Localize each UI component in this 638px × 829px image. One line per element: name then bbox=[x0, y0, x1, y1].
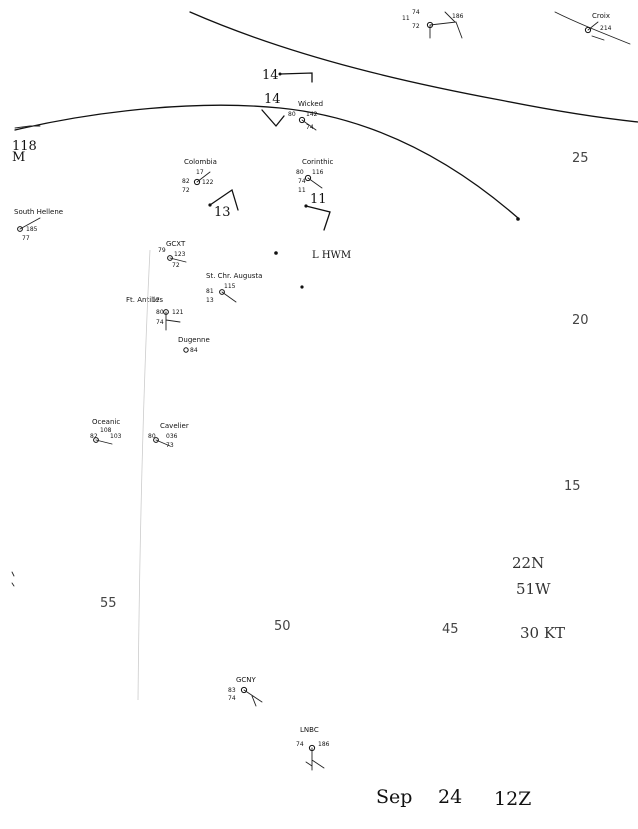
station-top-center: 74 11 72 186 bbox=[402, 9, 464, 39]
svg-text:74: 74 bbox=[412, 9, 420, 16]
station-cavelier: Cavelier 036 80 73 bbox=[148, 422, 189, 449]
svg-text:Dugenne: Dugenne bbox=[178, 336, 210, 344]
station-m: 118 M bbox=[12, 125, 41, 165]
low-label: L HWM bbox=[312, 250, 351, 261]
svg-text:79: 79 bbox=[158, 247, 166, 254]
lon-label-45: 45 bbox=[442, 622, 459, 637]
station-dugenne: Dugenne 84 bbox=[178, 336, 210, 354]
svg-text:186: 186 bbox=[318, 741, 330, 748]
svg-text:13: 13 bbox=[206, 297, 214, 304]
station-corinthic: Corinthic 116 80 74 11 bbox=[296, 158, 334, 194]
lat-label-20: 20 bbox=[572, 313, 589, 328]
station-oceanic: Oceanic 108 103 82 bbox=[90, 418, 122, 445]
svg-text:74: 74 bbox=[306, 124, 314, 131]
svg-text:116: 116 bbox=[312, 169, 324, 176]
left-trough-barb bbox=[208, 188, 239, 211]
svg-text:72: 72 bbox=[172, 262, 180, 269]
lat-label-25: 25 bbox=[572, 151, 589, 166]
svg-text:Oceanic: Oceanic bbox=[92, 418, 120, 426]
svg-text:M: M bbox=[12, 150, 25, 165]
svg-text:St. Chr. Augusta: St. Chr. Augusta bbox=[206, 272, 262, 280]
svg-text:214: 214 bbox=[600, 25, 612, 32]
svg-text:83: 83 bbox=[228, 687, 236, 694]
margin-mark bbox=[11, 571, 15, 587]
isobar-end-dot bbox=[516, 217, 520, 221]
date-day: 24 bbox=[438, 786, 462, 808]
svg-text:Cavelier: Cavelier bbox=[160, 422, 189, 430]
storm-lat: 22N bbox=[512, 554, 544, 572]
lat-label-15: 15 bbox=[564, 479, 581, 494]
upper-isobar-line bbox=[189, 11, 638, 123]
lower-wind-barb bbox=[261, 109, 285, 127]
svg-text:82: 82 bbox=[182, 178, 190, 185]
faint-track bbox=[137, 249, 151, 701]
svg-text:Croix: Croix bbox=[592, 12, 610, 20]
upper-wind-barb bbox=[278, 72, 313, 83]
svg-text:121: 121 bbox=[172, 309, 184, 316]
svg-text:80: 80 bbox=[156, 309, 164, 316]
station-south-hellene: South Hellene 185 77 bbox=[14, 208, 63, 242]
svg-text:Wicked: Wicked bbox=[298, 100, 323, 108]
svg-text:122: 122 bbox=[202, 179, 214, 186]
svg-text:115: 115 bbox=[224, 283, 236, 290]
isobar-label-right-trough: 11 bbox=[310, 192, 327, 207]
station-lnbc: LNBC 186 74 bbox=[296, 726, 330, 771]
svg-text:73: 73 bbox=[166, 442, 174, 449]
svg-text:80: 80 bbox=[288, 111, 296, 118]
svg-text:South Hellene: South Hellene bbox=[14, 208, 63, 216]
svg-text:GCNY: GCNY bbox=[236, 676, 257, 684]
svg-text:11: 11 bbox=[402, 15, 410, 22]
storm-lon: 51W bbox=[516, 580, 551, 598]
svg-text:74: 74 bbox=[296, 741, 304, 748]
svg-text:Ft. Antilles: Ft. Antilles bbox=[126, 296, 163, 304]
svg-text:036: 036 bbox=[166, 433, 178, 440]
svg-text:11: 11 bbox=[298, 187, 306, 194]
svg-text:118: 118 bbox=[12, 139, 37, 154]
svg-text:123: 123 bbox=[174, 251, 186, 258]
svg-text:142: 142 bbox=[306, 111, 318, 118]
svg-text:77: 77 bbox=[22, 235, 30, 242]
date-month: Sep bbox=[376, 786, 412, 808]
svg-text:80: 80 bbox=[296, 169, 304, 176]
svg-text:74: 74 bbox=[156, 319, 164, 326]
isobar-label-lower: 14 bbox=[264, 92, 281, 107]
lower-isobar-line bbox=[14, 104, 519, 219]
lon-label-55: 55 bbox=[100, 596, 117, 611]
right-trough-barb bbox=[304, 204, 331, 231]
svg-text:185: 185 bbox=[26, 226, 38, 233]
low-secondary-dot bbox=[300, 285, 304, 289]
svg-text:108: 108 bbox=[100, 427, 112, 434]
svg-text:81: 81 bbox=[206, 288, 214, 295]
lon-label-50: 50 bbox=[274, 619, 291, 634]
svg-text:74: 74 bbox=[298, 178, 306, 185]
svg-text:LNBC: LNBC bbox=[300, 726, 319, 734]
svg-text:72: 72 bbox=[412, 23, 420, 30]
storm-wind: 30 KT bbox=[520, 624, 565, 642]
isobar-label-left-trough: 13 bbox=[214, 205, 231, 220]
station-gcny: GCNY 83 74 bbox=[228, 676, 263, 707]
svg-text:Colombia: Colombia bbox=[184, 158, 217, 166]
svg-text:GCXT: GCXT bbox=[166, 240, 186, 248]
isobar-label-upper: 14 bbox=[262, 68, 279, 83]
station-colombia: Colombia 17 82 122 72 bbox=[182, 158, 217, 194]
station-croix: Croix 214 bbox=[584, 12, 612, 41]
station-gcxt: GCXT 123 79 72 bbox=[158, 240, 187, 269]
svg-text:72: 72 bbox=[182, 187, 190, 194]
station-wicked: Wicked 80 142 74 bbox=[288, 100, 323, 131]
svg-text:186: 186 bbox=[452, 13, 464, 20]
station-st-chr-augusta: St. Chr. Augusta 115 81 13 bbox=[206, 272, 262, 304]
svg-text:80: 80 bbox=[148, 433, 156, 440]
date-time: 12Z bbox=[494, 788, 531, 810]
svg-text:Corinthic: Corinthic bbox=[302, 158, 334, 166]
svg-text:82: 82 bbox=[90, 433, 98, 440]
svg-text:17: 17 bbox=[152, 297, 160, 304]
svg-text:84: 84 bbox=[190, 347, 198, 354]
svg-text:103: 103 bbox=[110, 433, 122, 440]
low-center-dot bbox=[274, 251, 278, 255]
station-ft-antilles: Ft. Antilles 17 80 121 74 bbox=[126, 296, 184, 331]
svg-text:74: 74 bbox=[228, 695, 236, 702]
svg-text:17: 17 bbox=[196, 169, 204, 176]
